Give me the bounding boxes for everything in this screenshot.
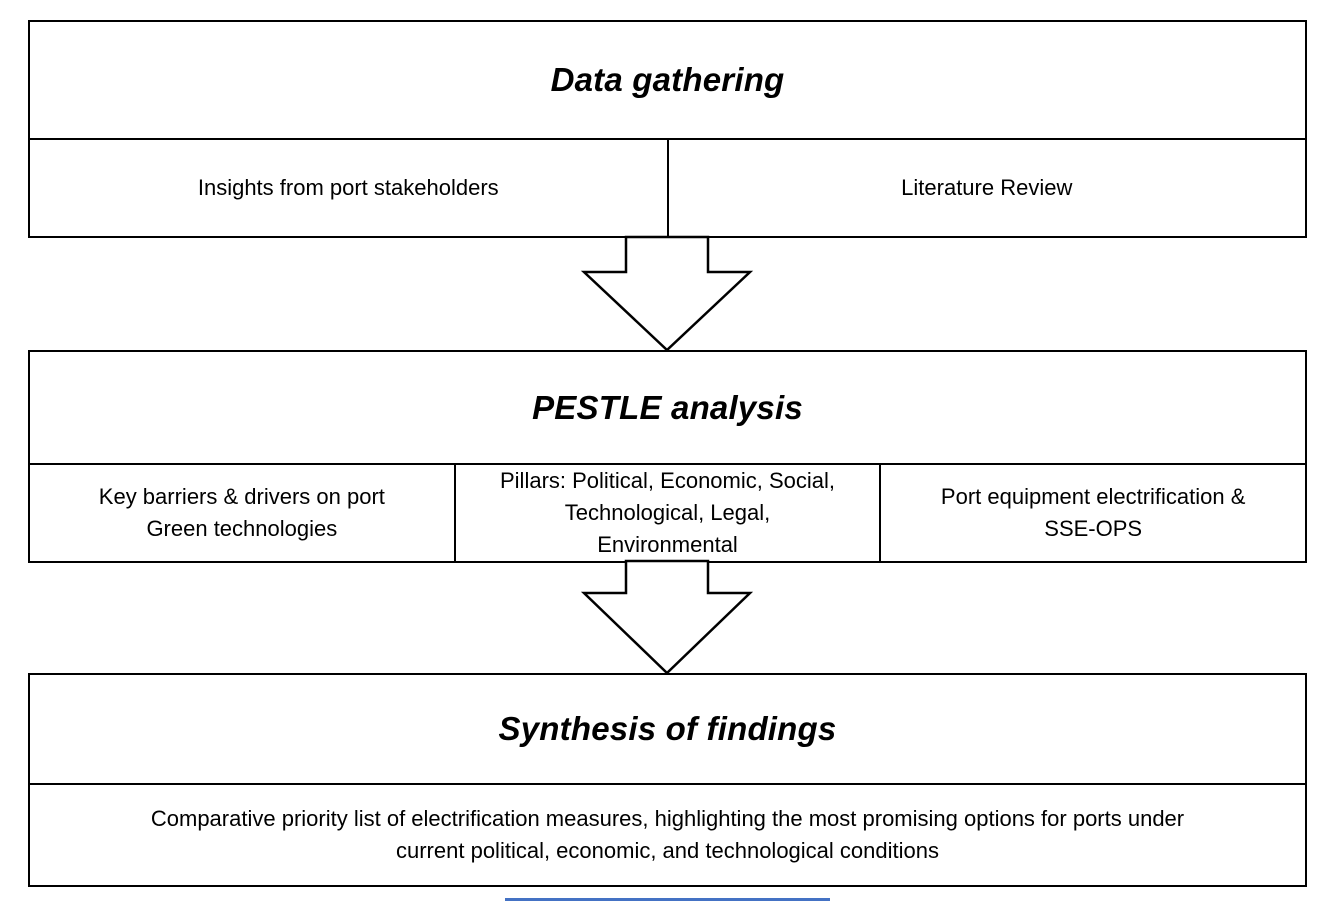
synthesis-title-row: Synthesis of findings bbox=[30, 675, 1305, 785]
down-arrow-icon bbox=[580, 559, 754, 675]
down-arrow-icon bbox=[580, 235, 754, 352]
cell-key-barriers-drivers: Key barriers & drivers on port Green tec… bbox=[30, 465, 456, 561]
pestle-cells: Key barriers & drivers on port Green tec… bbox=[30, 465, 1305, 561]
synthesis-of-findings-block: Synthesis of findings Comparative priori… bbox=[28, 673, 1307, 887]
synthesis-cells: Comparative priority list of electrifica… bbox=[30, 785, 1305, 885]
pestle-title-row: PESTLE analysis bbox=[30, 352, 1305, 465]
accent-underline bbox=[505, 898, 830, 901]
data-gathering-block: Data gathering Insights from port stakeh… bbox=[28, 20, 1307, 238]
data-gathering-title-row: Data gathering bbox=[30, 22, 1305, 140]
data-gathering-cells: Insights from port stakeholders Literatu… bbox=[30, 140, 1305, 236]
synthesis-title: Synthesis of findings bbox=[498, 710, 837, 747]
cell-literature-review: Literature Review bbox=[901, 175, 1073, 201]
data-gathering-title: Data gathering bbox=[550, 61, 785, 98]
cell-comparative-priority-list: Comparative priority list of electrifica… bbox=[150, 806, 1185, 863]
cell-port-equipment-electrification: Port equipment electrification & SSE-OPS bbox=[940, 484, 1246, 541]
cell-pestle-pillars: Pillars: Political, Economic, Social, Te… bbox=[456, 465, 882, 561]
cell-insights-from-port-stakeholders: Insights from port stakeholders bbox=[30, 140, 669, 236]
pestle-title: PESTLE analysis bbox=[532, 388, 803, 426]
pestle-analysis-block: PESTLE analysis Key barriers & drivers o… bbox=[28, 350, 1307, 563]
